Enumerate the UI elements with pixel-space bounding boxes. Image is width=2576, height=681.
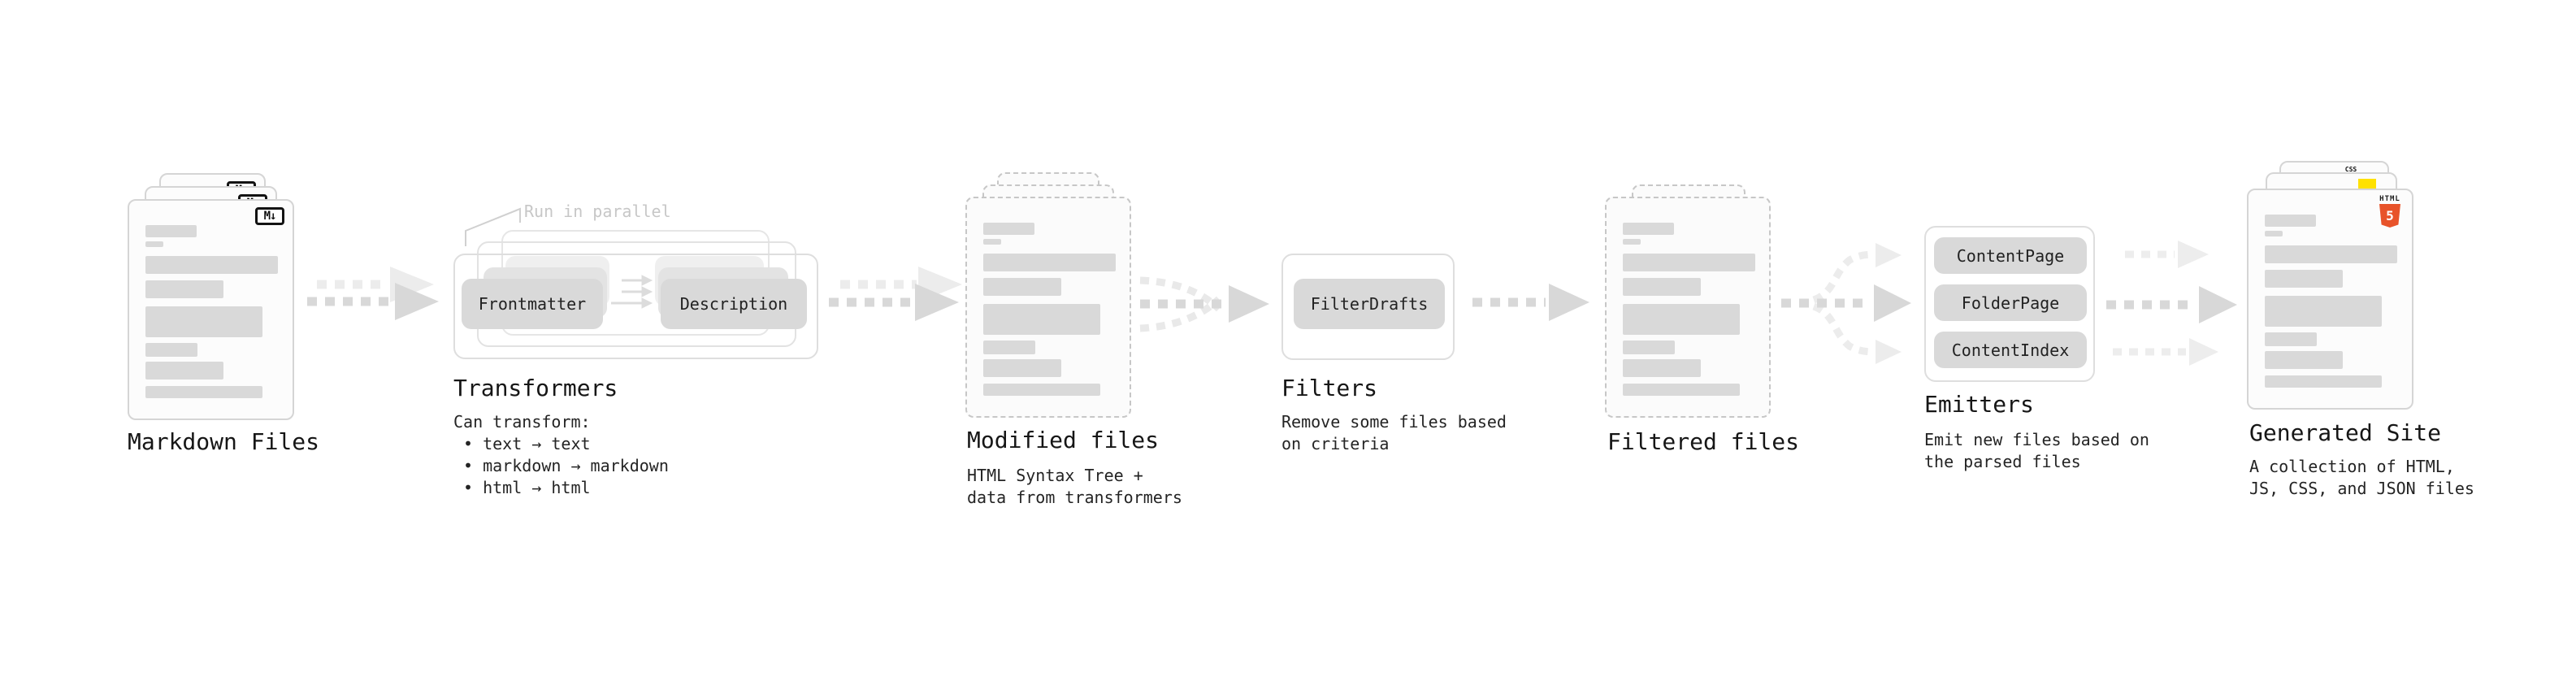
html5-word: HTML <box>2379 195 2400 203</box>
emitters-desc-line: Emit new files based on <box>1924 430 2149 449</box>
generated-site-label: Generated Site <box>2249 419 2442 446</box>
placeholder-bar <box>983 239 1001 245</box>
transformer-node-frontmatter: Frontmatter <box>462 279 603 329</box>
placeholder-bar <box>2265 215 2316 227</box>
html5-number: 5 <box>2386 208 2394 223</box>
placeholder-bar <box>1623 223 1674 235</box>
placeholder-bar <box>1623 278 1701 296</box>
arrow-filters-to-filtered-icon <box>1472 284 1589 321</box>
placeholder-bar <box>2265 245 2397 263</box>
placeholder-bar <box>983 223 1034 235</box>
filtered-files-label: Filtered files <box>1607 428 1800 455</box>
file-card-front <box>965 197 1131 418</box>
placeholder-bar <box>983 254 1116 271</box>
placeholder-bar <box>1623 340 1675 354</box>
placeholder-bar <box>1623 239 1641 245</box>
placeholder-bar <box>2265 231 2283 236</box>
transformers-bullet: • html → html <box>463 478 591 497</box>
transformers-bullet: • text → text <box>463 434 591 453</box>
modified-files-label: Modified files <box>967 427 1160 453</box>
filters-description: Remove some files based on criteria <box>1281 411 1507 455</box>
filters-heading: Filters <box>1281 375 1378 401</box>
placeholder-bar <box>145 256 278 274</box>
placeholder-bar <box>145 225 197 237</box>
placeholder-bar <box>145 343 197 357</box>
placeholder-bar <box>2265 270 2343 288</box>
transformers-intro: Can transform: <box>453 412 591 432</box>
file-card-front: M↓ <box>128 199 294 420</box>
placeholder-bar <box>2265 332 2317 346</box>
placeholder-bar <box>1623 384 1740 396</box>
javascript-icon <box>2358 179 2376 190</box>
arrow-emitters-to-generated-icon <box>2106 241 2237 366</box>
modified-desc-line: data from transformers <box>967 488 1182 507</box>
placeholder-bar <box>983 278 1061 296</box>
file-card-front: HTML 5 <box>2247 189 2413 410</box>
placeholder-bar <box>983 359 1061 377</box>
placeholder-bar <box>983 384 1100 396</box>
placeholder-bar <box>145 280 223 298</box>
markdown-files-label: Markdown Files <box>128 428 320 455</box>
filter-node-filterdrafts: FilterDrafts <box>1294 279 1445 329</box>
arrow-filtered-to-emitters-icon <box>1781 243 1911 364</box>
modified-desc-line: HTML Syntax Tree + <box>967 466 1143 485</box>
placeholder-bar <box>983 340 1035 354</box>
filters-desc-line: Remove some files based <box>1281 412 1507 432</box>
html5-shield: 5 <box>2379 204 2400 228</box>
emitter-node-folderpage: FolderPage <box>1934 284 2087 321</box>
generated-site-description: A collection of HTML, JS, CSS, and JSON … <box>2249 456 2474 500</box>
placeholder-bar <box>2265 351 2343 369</box>
emitter-node-contentindex: ContentIndex <box>1934 332 2087 368</box>
arrow-modified-to-filters-icon <box>1139 276 1269 332</box>
placeholder-bar <box>1623 304 1740 335</box>
modified-files-description: HTML Syntax Tree + data from transformer… <box>967 465 1182 509</box>
placeholder-bar <box>983 304 1100 335</box>
markdown-icon: M↓ <box>255 207 284 225</box>
transformers-description: Can transform: • text → text • markdown … <box>453 411 669 499</box>
placeholder-bar <box>1623 254 1755 271</box>
arrow-transformers-to-modified-icon <box>829 267 962 321</box>
transformers-bullet: • markdown → markdown <box>463 456 669 475</box>
emitters-heading: Emitters <box>1924 391 2034 418</box>
placeholder-bar <box>145 241 163 247</box>
transformers-box-front <box>453 254 818 359</box>
placeholder-bar <box>145 306 262 337</box>
filters-desc-line: on criteria <box>1281 434 1390 453</box>
generated-desc-line: JS, CSS, and JSON files <box>2249 479 2474 498</box>
arrow-markdown-to-transformers-icon <box>307 267 439 320</box>
emitters-description: Emit new files based on the parsed files <box>1924 429 2149 473</box>
emitters-desc-line: the parsed files <box>1924 452 2081 471</box>
emitter-node-contentpage: ContentPage <box>1934 237 2087 274</box>
placeholder-bar <box>145 386 262 398</box>
placeholder-bar <box>1623 359 1701 377</box>
file-card-front <box>1605 197 1771 418</box>
placeholder-bar <box>145 362 223 380</box>
generated-desc-line: A collection of HTML, <box>2249 457 2455 476</box>
run-in-parallel-annotation: Run in parallel <box>524 202 671 221</box>
placeholder-bar <box>2265 296 2382 327</box>
transformer-node-description: Description <box>661 279 807 329</box>
placeholder-bar <box>2265 375 2382 388</box>
transformers-heading: Transformers <box>453 375 618 401</box>
html5-icon: HTML 5 <box>2378 195 2402 228</box>
